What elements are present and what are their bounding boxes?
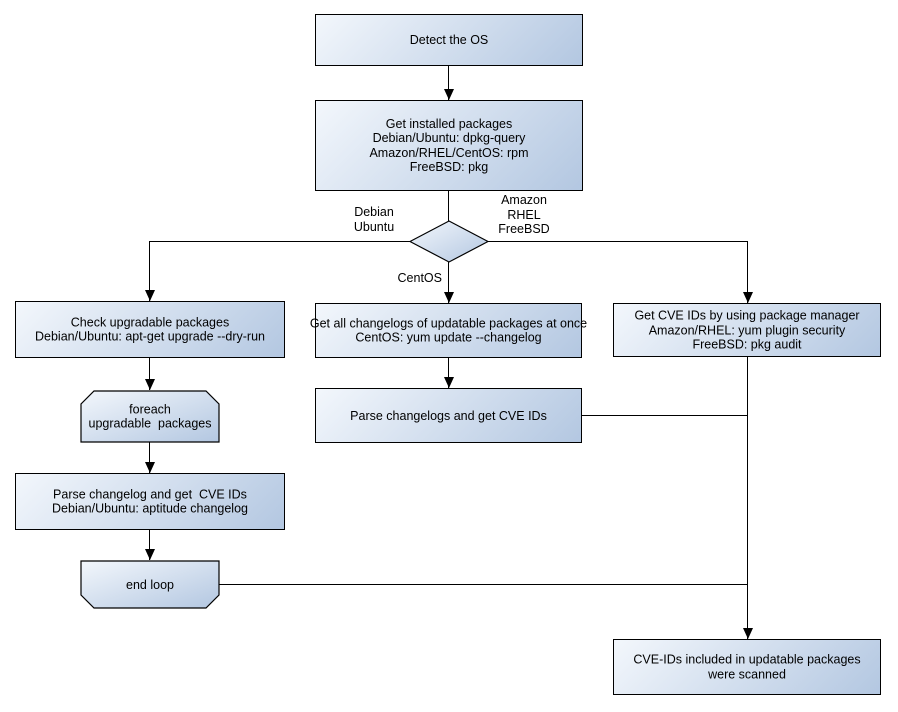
loop-start-shape xyxy=(80,390,220,443)
node-scan-result-label: CVE-IDs included in updatable packages w… xyxy=(633,652,861,682)
edge-changelogs-to-parse xyxy=(448,358,449,388)
arrowhead-get-cve-ids xyxy=(743,292,753,303)
edge-parsechangelogs-to-result xyxy=(582,415,747,416)
decision-diamond-shape xyxy=(409,220,489,263)
edge-parse-to-endloop xyxy=(149,530,150,560)
edge-label-amazon-rhel-freebsd: Amazon RHEL FreeBSD xyxy=(498,193,550,236)
node-check-upgradable-packages-label: Check upgradable packages Debian/Ubuntu:… xyxy=(35,315,265,344)
node-end-loop-label: end loop xyxy=(126,577,174,592)
node-parse-changelogs: Parse changelogs and get CVE IDs xyxy=(315,388,582,443)
arrowhead-get-all-changelogs xyxy=(444,292,454,303)
node-foreach-loop-start-label: foreach upgradable packages xyxy=(88,402,212,431)
edge-installed-to-decision xyxy=(448,191,449,221)
loop-end-shape xyxy=(80,560,220,609)
edge-check-to-foreach xyxy=(149,358,150,390)
node-os-decision xyxy=(409,220,489,263)
edge-decision-left-horizontal xyxy=(149,241,411,242)
edge-decision-down xyxy=(448,262,449,303)
node-get-all-changelogs: Get all changelogs of updatable packages… xyxy=(310,303,587,358)
arrowhead-check-upgradable xyxy=(145,290,155,301)
node-parse-changelog-debian-label: Parse changelog and get CVE IDs Debian/U… xyxy=(52,487,248,516)
arrowhead-scan-result xyxy=(743,628,753,639)
node-get-cve-ids-package-manager-label: Get CVE IDs by using package manager Ama… xyxy=(634,308,860,352)
arrowhead-end-loop xyxy=(145,549,155,560)
node-get-installed-packages-label: Get installed packages Debian/Ubuntu: dp… xyxy=(369,116,529,175)
node-check-upgradable-packages: Check upgradable packages Debian/Ubuntu:… xyxy=(15,301,285,358)
edge-label-debian-ubuntu: Debian Ubuntu xyxy=(353,205,395,234)
node-detect-os: Detect the OS xyxy=(315,14,583,66)
node-foreach-loop-start: foreach upgradable packages xyxy=(80,390,220,443)
node-detect-os-label: Detect the OS xyxy=(409,32,489,47)
arrowhead-foreach xyxy=(145,379,155,390)
edge-cveids-to-result xyxy=(747,357,748,639)
edge-detect-to-installed xyxy=(448,66,449,100)
node-parse-changelogs-label: Parse changelogs and get CVE IDs xyxy=(350,408,547,423)
node-parse-changelog-debian: Parse changelog and get CVE IDs Debian/U… xyxy=(15,473,285,530)
edge-decision-right-vertical xyxy=(747,241,748,303)
arrowhead-parse-changelogs xyxy=(444,377,454,388)
arrowhead-installed xyxy=(444,89,454,100)
edge-endloop-to-result xyxy=(219,584,747,585)
node-get-installed-packages: Get installed packages Debian/Ubuntu: dp… xyxy=(315,100,583,191)
arrowhead-parse-changelog xyxy=(145,462,155,473)
node-get-cve-ids-package-manager: Get CVE IDs by using package manager Ama… xyxy=(613,303,881,357)
edge-foreach-to-parse xyxy=(149,442,150,473)
node-scan-result: CVE-IDs included in updatable packages w… xyxy=(613,639,881,695)
edge-label-centos: CentOS xyxy=(397,271,442,285)
node-end-loop: end loop xyxy=(80,560,220,609)
edge-decision-right-horizontal xyxy=(488,241,747,242)
edge-decision-left-vertical xyxy=(149,241,150,301)
node-get-all-changelogs-label: Get all changelogs of updatable packages… xyxy=(309,316,588,345)
